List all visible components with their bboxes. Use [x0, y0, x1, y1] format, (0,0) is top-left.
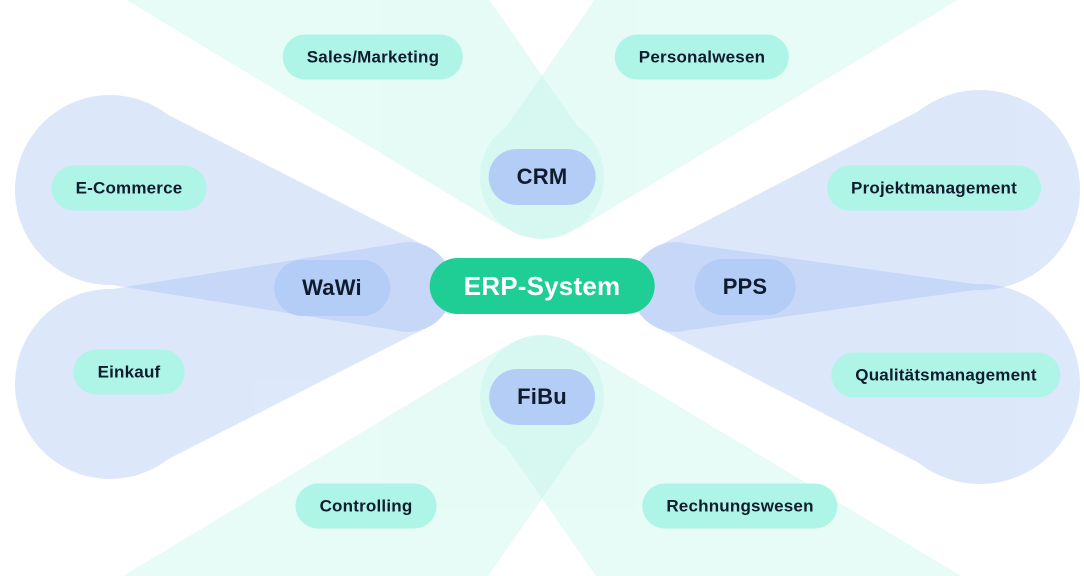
- module-pill-einkauf: Einkauf: [73, 349, 185, 395]
- module-pill-e-commerce: E-Commerce: [51, 165, 207, 211]
- module-pill-personalwesen: Personalwesen: [614, 34, 790, 80]
- node-pill-pps: PPS: [694, 259, 796, 315]
- module-pill-projektmanagement: Projektmanagement: [827, 165, 1041, 211]
- module-pill-rechnungswesen: Rechnungswesen: [642, 483, 838, 529]
- module-pill-controlling: Controlling: [295, 483, 437, 529]
- node-pill-fibu: FiBu: [489, 369, 595, 425]
- module-pill-sales-marketing: Sales/Marketing: [282, 34, 464, 80]
- node-pill-crm: CRM: [488, 149, 596, 205]
- module-pill-qualitaetsmanagement: Qualitätsmanagement: [831, 352, 1061, 398]
- center-pill-erp-system: ERP-System: [429, 258, 655, 314]
- node-pill-wawi: WaWi: [274, 260, 390, 316]
